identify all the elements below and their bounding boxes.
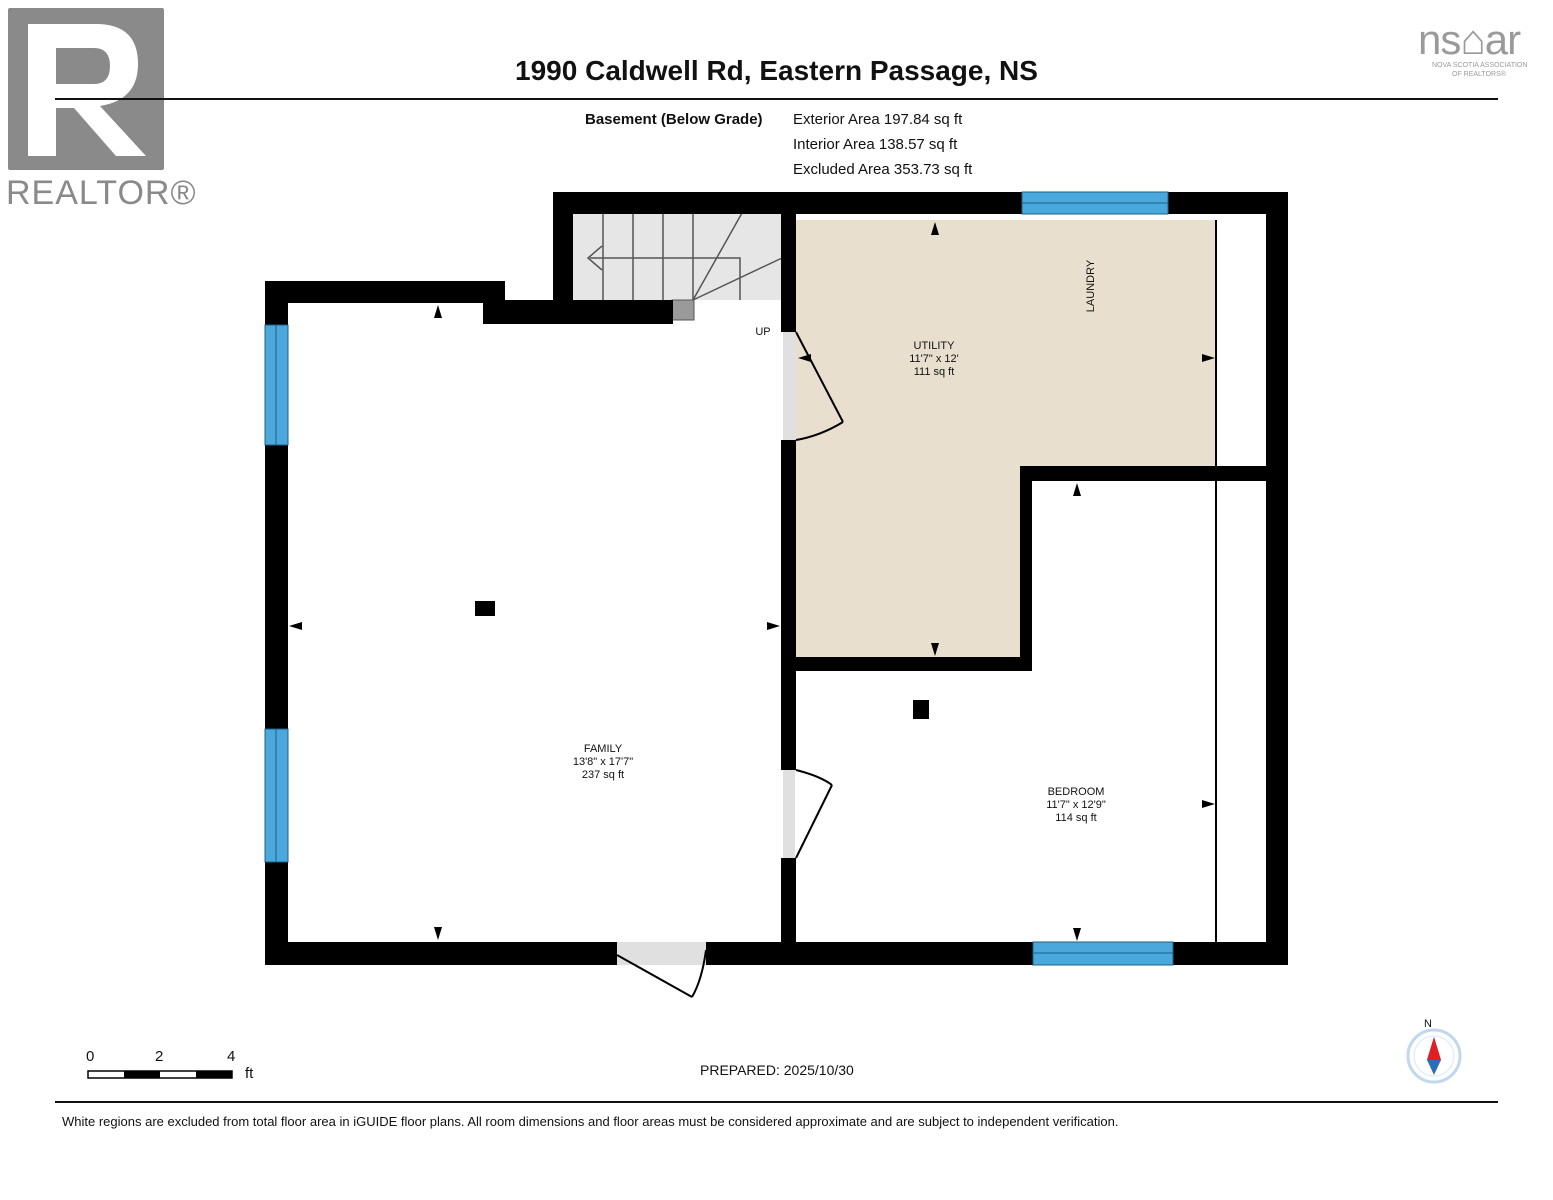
compass-north-label: N xyxy=(1424,1018,1432,1030)
room-area-utility: 111 sq ft xyxy=(914,366,955,378)
excluded-area: Excluded Area 353.73 sq ft xyxy=(793,161,973,178)
windows xyxy=(264,191,1174,966)
room-area-bedroom: 114 sq ft xyxy=(1055,812,1096,824)
exterior-area: Exterior Area 197.84 sq ft xyxy=(793,111,963,128)
room-name-family: FAMILY xyxy=(584,743,623,755)
stairs-up-label: UP xyxy=(755,326,770,338)
stair-post xyxy=(671,299,695,321)
realtor-logo: REALTOR® xyxy=(6,6,196,212)
prepared-date: PREPARED: 2025/10/30 xyxy=(700,1062,854,1078)
scale-tick-2: 2 xyxy=(155,1048,164,1065)
header-divider xyxy=(55,98,1498,100)
nsar-subtitle-1: NOVA SCOTIA ASSOCIATION xyxy=(1432,62,1528,69)
scale-tick-0: 0 xyxy=(86,1048,95,1065)
nsar-wordmark: ns⌂ar xyxy=(1418,16,1521,63)
nsar-logo: ns⌂ar NOVA SCOTIA ASSOCIATION OF REALTOR… xyxy=(1418,16,1548,86)
disclaimer: White regions are excluded from total fl… xyxy=(62,1114,1119,1129)
nsar-subtitle-2: OF REALTORS® xyxy=(1452,71,1506,78)
room-name-utility: UTILITY xyxy=(914,340,956,352)
floor-label: Basement (Below Grade) xyxy=(585,111,763,128)
realtor-wordmark: REALTOR® xyxy=(6,174,197,212)
room-area-family: 237 sq ft xyxy=(582,769,624,781)
stairs xyxy=(572,213,782,300)
compass-icon: N xyxy=(1406,1018,1462,1084)
footer-divider xyxy=(55,1101,1498,1103)
dimension-markers xyxy=(289,222,1215,941)
scale-unit: ft xyxy=(245,1065,254,1082)
realtor-logo-mark xyxy=(8,8,164,170)
laundry-label: LAUNDRY xyxy=(1085,259,1097,312)
stair-treads xyxy=(586,212,783,301)
room-dims-utility: 11'7" x 12' xyxy=(909,353,959,365)
page-title: 1990 Caldwell Rd, Eastern Passage, NS xyxy=(515,55,1038,86)
room-name-bedroom: BEDROOM xyxy=(1048,786,1105,798)
room-dims-family: 13'8" x 17'7" xyxy=(573,756,633,768)
doors xyxy=(616,331,844,998)
utility-floor xyxy=(795,220,1216,660)
room-dims-bedroom: 11'7" x 12'9" xyxy=(1046,799,1106,811)
scale-tick-4: 4 xyxy=(227,1048,236,1065)
interior-area: Interior Area 138.57 sq ft xyxy=(793,136,958,153)
scale-bar xyxy=(87,1070,233,1079)
